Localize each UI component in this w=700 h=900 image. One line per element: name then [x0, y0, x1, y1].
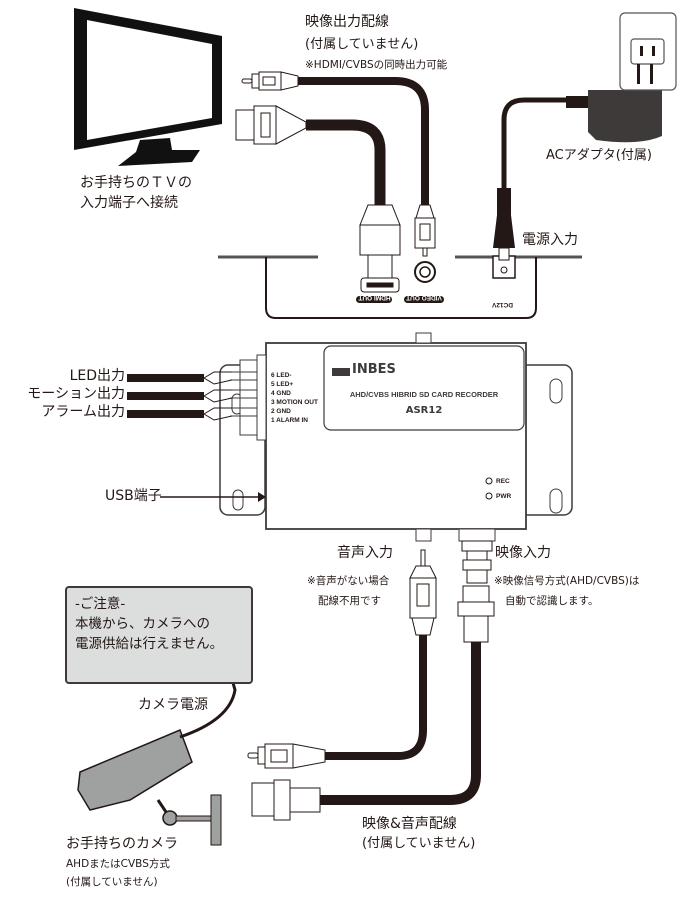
inbes-logo-icon [332, 368, 350, 376]
camera-label-line3: (付属していません) [66, 876, 158, 888]
video-input-label: 映像入力 [495, 545, 551, 561]
ac-adapter-icon [566, 84, 662, 143]
hdmi-plug-device-icon [359, 204, 401, 293]
caution-box: -ご注意- 本機から、カメラへの 電源供給は行えません。 [65, 586, 253, 684]
bnc-plug-camera-icon [251, 779, 321, 821]
tv-icon [74, 8, 222, 166]
rca-plug-camera-icon [247, 743, 326, 769]
video-out-cable-title: 映像出力配線 [305, 14, 389, 30]
video-out-port-label: VIDEO OUT [406, 294, 442, 301]
usb-port-label: USB端子 [105, 488, 162, 504]
brand-name: INBES [352, 362, 396, 377]
recorder-device [219, 332, 573, 542]
power-cable [501, 97, 570, 198]
video-out-simultaneous-note: ※HDMI/CVBSの同時出力可能 [305, 59, 448, 71]
alarm-output-label: アラーム出力 [41, 404, 125, 420]
ac-adapter-label: ACアダプタ(付属) [546, 148, 652, 163]
dc12v-port-label: DC12V [492, 301, 513, 308]
io-wires [127, 371, 233, 421]
power-input-label: 電源入力 [522, 232, 578, 248]
hdmi-out-port-label: HDMI OUT [358, 294, 391, 301]
pin-list: 6 LED- 5 LED+ 4 GND 3 MOTION OUT 2 GND 1… [271, 371, 318, 425]
pin-label: 5 LED+ [271, 381, 294, 388]
bnc-video-plug-icon [457, 540, 495, 643]
tv-label-line2: 入力端子へ接続 [80, 195, 178, 211]
led-output-label: LED出力 [69, 368, 125, 384]
pwr-indicator-label: PWR [496, 493, 512, 500]
motion-output-label: モーション出力 [27, 386, 125, 402]
pin-label: 2 GND [271, 408, 291, 415]
dc-plug-icon [493, 188, 515, 261]
rca-plug-device-icon [414, 204, 436, 257]
audio-input-label: 音声入力 [337, 545, 393, 561]
audio-cable [325, 635, 427, 760]
audio-note-line2: 配線不用です [318, 595, 381, 607]
video-out-cable-note: (付属していません) [305, 37, 419, 52]
hdmi-plug-tv-icon [235, 105, 307, 145]
tv-label-line1: お手持ちのＴＶの [80, 175, 192, 191]
usb-arrow-icon [160, 492, 266, 502]
video-note-line2: 自動で認識します。 [505, 595, 599, 607]
product-line: AHD/CVBS HIBRID SD CARD RECORDER [349, 390, 499, 399]
caution-line2: 電源供給は行えません。 [75, 636, 224, 652]
caution-title: -ご注意- [75, 596, 126, 612]
av-cable-title: 映像&音声配線 [362, 816, 457, 832]
audio-note-line1: ※音声がない場合 [307, 575, 390, 587]
model-name: ASR12 [405, 405, 443, 416]
pin-label: 4 GND [271, 390, 291, 397]
video-cable [298, 77, 429, 205]
rca-plug-tv-icon [241, 71, 299, 91]
av-cable-note: (付属していません) [362, 836, 476, 851]
pin-label: 6 LED- [271, 372, 292, 379]
camera-label-line2: AHDまたはCVBS方式 [66, 858, 170, 870]
camera-label-line1: お手持ちのカメラ [66, 836, 178, 852]
rca-audio-plug-icon [409, 549, 437, 636]
pin-label: 3 MOTION OUT [271, 399, 318, 406]
rec-indicator-label: REC [496, 478, 510, 485]
hdmi-cable [306, 119, 386, 205]
caution-line1: 本機から、カメラへの [75, 616, 210, 632]
camera-power-label: カメラ電源 [138, 697, 208, 713]
rear-panel [218, 255, 582, 319]
camera-power-cable [179, 664, 237, 739]
pin-label: 1 ALARM IN [271, 417, 308, 424]
video-input-cable [318, 642, 481, 805]
wall-outlet-icon [619, 12, 677, 91]
video-note-line1: ※映像信号方式(AHD/CVBS)は [494, 575, 640, 587]
